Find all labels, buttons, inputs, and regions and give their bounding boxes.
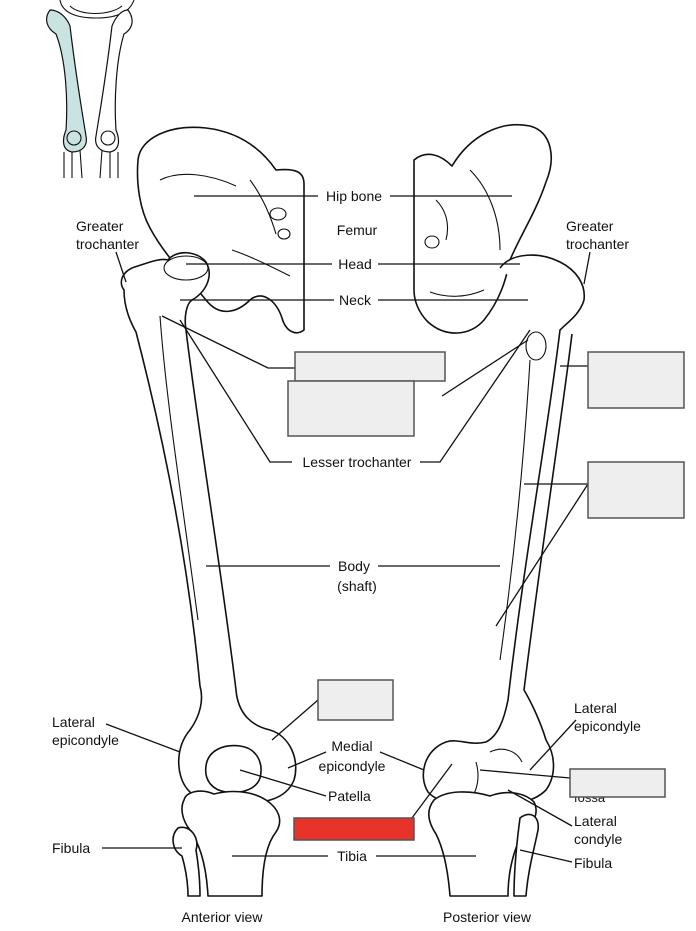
label-femur: Femur xyxy=(337,222,378,238)
label-lesser-trochanter: Lesser trochanter xyxy=(303,454,412,470)
label-medial-epicondyle-line2: epicondyle xyxy=(319,758,386,774)
label-greater-trochanter-left-line1: Greater xyxy=(76,218,124,234)
label-medial-epicondyle-line1: Medial xyxy=(331,738,372,754)
caption-posterior-view: Posterior view xyxy=(443,909,532,925)
label-body-line2: (shaft) xyxy=(337,578,377,594)
blank-box-4[interactable] xyxy=(587,461,685,519)
label-head: Head xyxy=(338,256,371,272)
label-patella: Patella xyxy=(328,788,371,804)
label-lateral-condyle-line1: Lateral xyxy=(574,813,617,829)
thumbnail-skeleton xyxy=(46,0,135,179)
label-lateral-epicondyle-left-line2: epicondyle xyxy=(52,732,119,748)
label-fibula-left: Fibula xyxy=(52,840,90,856)
label-greater-trochanter-left-line2: trochanter xyxy=(76,236,139,252)
label-tibia: Tibia xyxy=(337,848,367,864)
label-fibula-right: Fibula xyxy=(574,855,612,871)
leader-lines xyxy=(102,195,591,863)
label-neck: Neck xyxy=(339,292,372,308)
blank-box-1[interactable] xyxy=(294,351,446,382)
label-greater-trochanter-right-line1: Greater xyxy=(566,218,614,234)
label-lateral-epicondyle-right-line2: epicondyle xyxy=(574,718,641,734)
highlighted-answer-box[interactable] xyxy=(293,817,415,841)
label-lateral-epicondyle-left-line1: Lateral xyxy=(52,714,95,730)
blank-box-3[interactable] xyxy=(587,351,685,409)
label-lateral-epicondyle-right-line1: Lateral xyxy=(574,700,617,716)
blank-box-6[interactable] xyxy=(569,768,666,798)
thumbnail-highlighted-femur xyxy=(46,9,87,153)
label-greater-trochanter-right-line2: trochanter xyxy=(566,236,629,252)
anterior-femur-drawing xyxy=(120,126,305,897)
blank-box-2[interactable] xyxy=(287,380,415,437)
label-body-line1: Body xyxy=(338,558,370,574)
blank-box-5[interactable] xyxy=(317,679,394,721)
caption-anterior-view: Anterior view xyxy=(182,909,264,925)
label-lateral-condyle-line2: condyle xyxy=(574,831,622,847)
label-hip-bone: Hip bone xyxy=(326,188,382,204)
posterior-femur-drawing xyxy=(413,124,585,897)
